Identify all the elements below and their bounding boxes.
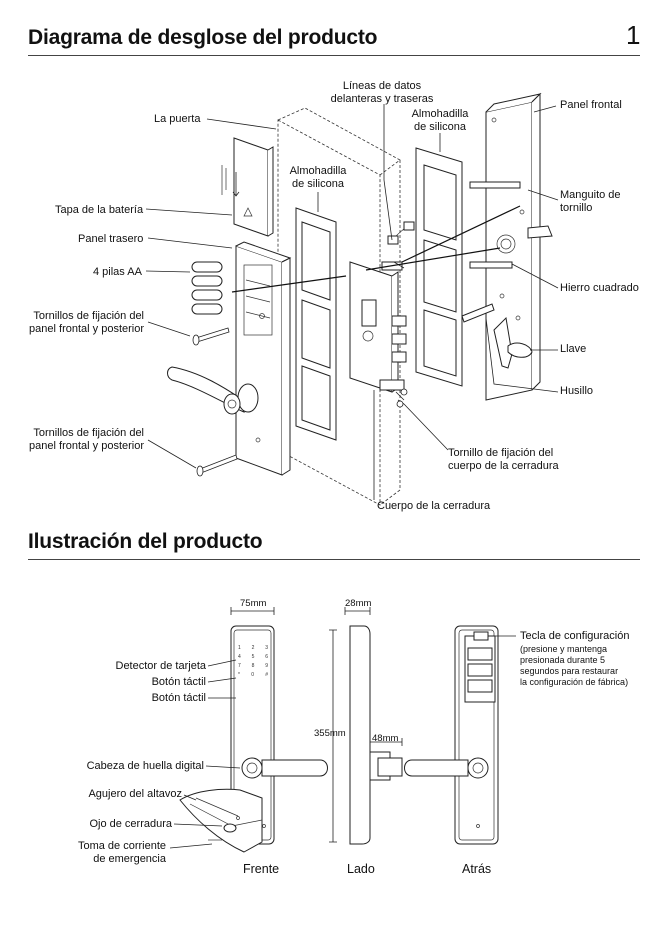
dim-depth: 28mm [345, 598, 372, 609]
direction-arrows [232, 172, 240, 197]
keypad-key: 6 [265, 654, 268, 660]
battery-cover-part [221, 137, 274, 237]
dim-handle: 48mm [372, 733, 399, 744]
side-view-lock [349, 625, 403, 845]
back-panel-part [235, 241, 292, 476]
batteries-part [191, 261, 223, 315]
key-part [493, 316, 533, 369]
keypad-key: 7 [238, 663, 241, 669]
label-config-note-line2: presionada durante 5 [520, 655, 606, 665]
silicone-pad-left-part [295, 207, 337, 441]
page-number: 1 [626, 20, 641, 50]
label-keyhole: Ojo de cerradura [89, 818, 172, 830]
label-screw-sleeve: Manguito de tornillo [560, 189, 621, 215]
label-battery-cover: Tapa de la batería [55, 204, 144, 216]
label-touch-button-2: Botón táctil [151, 692, 206, 704]
silicone-pad-right-part [415, 147, 463, 387]
title-rule [28, 55, 640, 56]
label-silicone-left-line2: de silicona [292, 178, 344, 190]
label-data-lines-line2: delanteras y traseras [330, 93, 434, 105]
front-panel-part [485, 92, 553, 401]
keypad-key: * [238, 672, 240, 678]
leader-lines-top [145, 104, 559, 500]
label-silicone-right-line2: de silicona [414, 121, 466, 133]
label-screws-bottom-line2: panel frontal y posterior [29, 440, 144, 452]
assembly-axes [231, 205, 521, 293]
section-rule [28, 559, 640, 560]
label-config-note-line3: segundos para restaurar [520, 666, 619, 676]
label-screws-bottom-line1: Tornillos de fijación del [33, 427, 144, 439]
label-screw-sleeve-line1: Manguito de [560, 189, 621, 201]
label-fingerprint: Cabeza de huella digital [86, 760, 204, 772]
keypad-key: # [265, 672, 268, 678]
label-speaker: Agujero del altavoz [88, 788, 182, 800]
keypad-key: 9 [265, 663, 268, 669]
front-keypad: 1 2 3 4 5 6 7 8 9 * 0 # [238, 644, 268, 680]
label-config-note-line4: la configuración de fábrica) [520, 677, 629, 687]
label-door: La puerta [154, 113, 201, 125]
keypad-key: 1 [238, 645, 241, 651]
label-spindle: Husillo [560, 385, 594, 397]
keypad-key: 8 [251, 663, 255, 669]
label-lock-screw: Tornillo de fijación del cuerpo de la ce… [448, 447, 559, 473]
label-touch-button-1: Botón táctil [151, 676, 206, 688]
label-screws-top-line2: panel frontal y posterior [29, 323, 144, 335]
lock-body-part [349, 261, 407, 393]
view-label-side: Lado [347, 862, 375, 876]
lock-screws-part [393, 261, 408, 408]
label-screw-sleeve-line2: tornillo [560, 202, 593, 214]
view-label-back: Atrás [462, 862, 492, 876]
back-handle-part [167, 366, 259, 415]
section-title-product-illustration: Ilustración del producto [28, 530, 263, 553]
screws-back-part [192, 327, 238, 477]
label-silicone-left: Almohadilla de silicona [280, 165, 356, 191]
label-screws-top: Tornillos de fijación del panel frontal … [28, 310, 144, 336]
label-config-key: Tecla de configuración [520, 630, 630, 642]
label-lock-screw-line2: cuerpo de la cerradura [448, 460, 559, 472]
leader-lines-bottom [169, 635, 516, 849]
dim-width: 75mm [240, 598, 267, 609]
label-silicone-right-line1: Almohadilla [411, 108, 469, 120]
keypad-key: 5 [251, 654, 255, 660]
data-lines-part [387, 221, 415, 245]
dim-height: 355mm [314, 728, 346, 739]
label-data-lines-line1: Líneas de datos [342, 80, 422, 92]
label-batteries: 4 pilas AA [93, 266, 142, 278]
label-key: Llave [560, 343, 587, 355]
label-emergency-line2: de emergencia [93, 853, 166, 865]
label-config-note: (presione y mantenga presionada durante … [520, 644, 628, 688]
label-screws-top-line1: Tornillos de fijación del [33, 310, 144, 322]
label-data-lines: Líneas de datos delanteras y traseras [322, 80, 442, 106]
section-title-exploded-diagram: Diagrama de desglose del producto [28, 26, 378, 49]
front-view-lock [230, 625, 328, 845]
label-back-panel: Panel trasero [78, 233, 144, 245]
label-front-panel: Panel frontal [560, 99, 622, 111]
label-emergency-line1: Toma de corriente [77, 840, 166, 852]
label-screws-bottom: Tornillos de fijación del panel frontal … [28, 427, 144, 453]
bottom-detail-view [179, 788, 263, 853]
label-silicone-right: Almohadilla de silicona [402, 108, 478, 134]
keypad-key: 3 [265, 645, 268, 651]
square-iron-part [461, 181, 521, 323]
label-lock-screw-line1: Tornillo de fijación del [448, 447, 554, 459]
label-config-note-line1: (presione y mantenga [520, 644, 608, 654]
view-label-front: Frente [243, 862, 280, 876]
label-lock-body: Cuerpo de la cerradura [377, 500, 491, 512]
label-square-iron: Hierro cuadrado [560, 282, 639, 294]
label-emergency-power: Toma de corriente de emergencia [40, 840, 166, 866]
keypad-key: 2 [251, 645, 255, 651]
keypad-key: 4 [238, 654, 241, 660]
label-silicone-left-line1: Almohadilla [289, 165, 347, 177]
back-view-lock [404, 625, 499, 845]
keypad-key: 0 [251, 672, 254, 678]
label-card-detector: Detector de tarjeta [115, 660, 207, 672]
